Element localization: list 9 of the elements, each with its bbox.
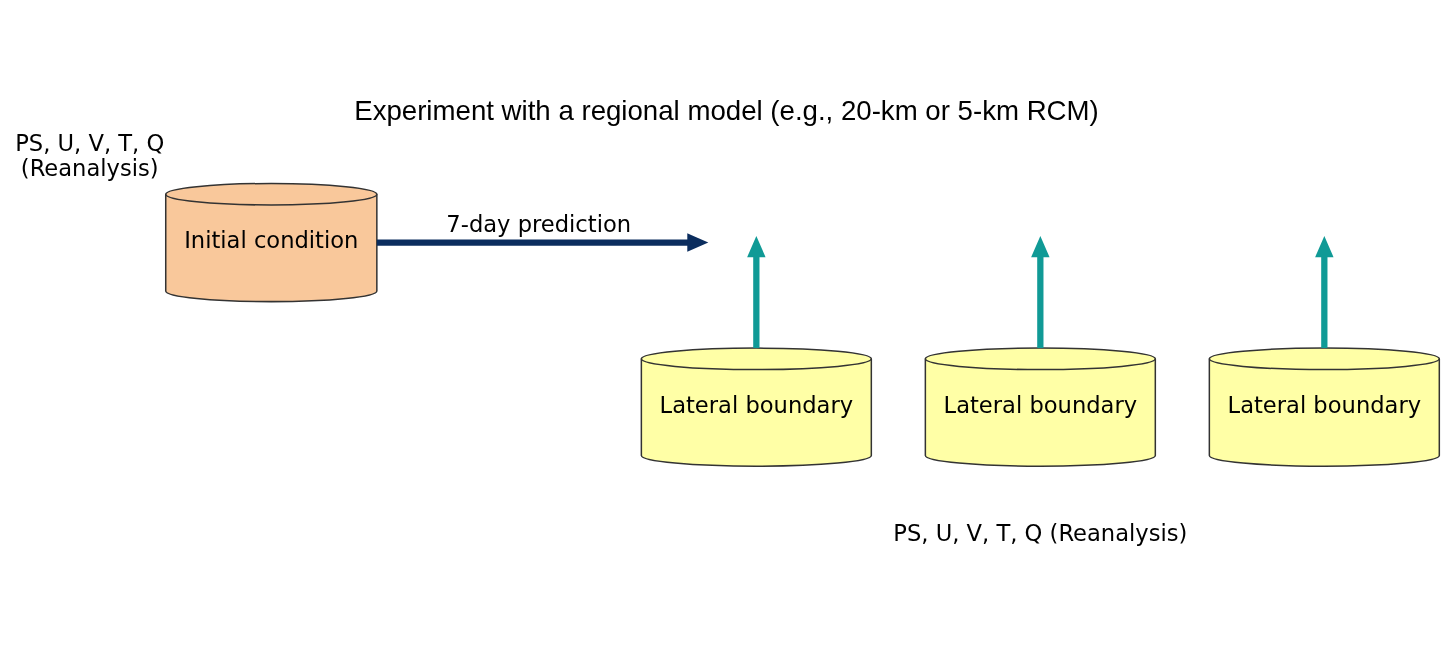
node-label: (Reanalysis) — [20, 154, 159, 181]
arrow — [747, 235, 766, 348]
arrow — [376, 232, 709, 252]
node-label: PS, U, V, T, Q — [15, 129, 165, 156]
arrow — [1315, 235, 1334, 348]
arrow — [1031, 235, 1050, 348]
diagram-title: Experiment with a regional model (e.g., 20-km or 5-km RCM) — [354, 94, 1099, 126]
label: PS, U, V, T, Q (Reanalysis) — [893, 519, 1188, 546]
edge-label: 7-day prediction — [446, 210, 632, 237]
